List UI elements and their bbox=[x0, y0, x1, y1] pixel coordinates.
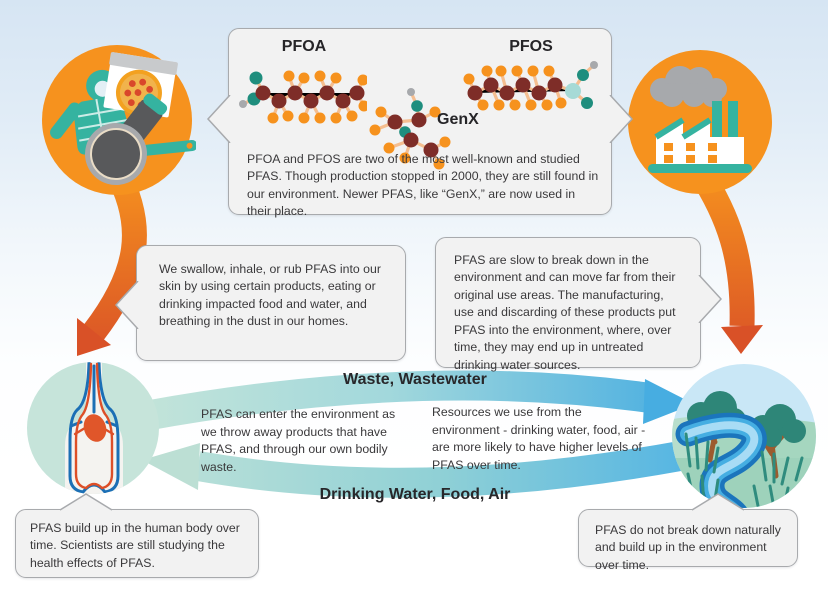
exposure-text: We swallow, inhale, or rub PFAS into our… bbox=[159, 262, 381, 329]
genx-molecule-icon bbox=[369, 88, 451, 170]
drinking-arrow-label: Drinking Water, Food, Air bbox=[319, 486, 511, 503]
factory-to-environment-arrow bbox=[689, 165, 763, 354]
factory-icon bbox=[648, 101, 752, 173]
from-environment-text: Resources we use from the environment - … bbox=[432, 405, 646, 472]
pfos-label: PFOS bbox=[509, 38, 553, 55]
frying-pan-icon bbox=[85, 123, 196, 185]
human-callout-text: PFAS build up in the human body over tim… bbox=[30, 521, 240, 570]
genx-label: GenX bbox=[437, 111, 479, 128]
pfoa-molecule-icon bbox=[239, 70, 367, 124]
environment-callout-text: PFAS do not break down naturally and bui… bbox=[595, 523, 781, 572]
molecules-panel: PFOA PFOS GenX bbox=[206, 28, 634, 218]
smoke-cloud-icon bbox=[650, 66, 727, 107]
panel-pointer-left bbox=[206, 95, 231, 143]
factory-circle bbox=[626, 48, 774, 196]
to-environment-text: PFAS can enter the environment as we thr… bbox=[201, 407, 396, 474]
human-callout-pointer bbox=[60, 493, 112, 514]
human-callout: PFAS build up in the human body over tim… bbox=[15, 493, 259, 578]
environmental-fate-bubble: PFAS are slow to break down in the envir… bbox=[435, 237, 722, 372]
consumer-products-circle bbox=[38, 42, 196, 200]
exposure-bubble-pointer bbox=[115, 281, 139, 329]
pfoa-label: PFOA bbox=[281, 38, 327, 55]
waste-arrow-label: Waste, Wastewater bbox=[343, 371, 487, 388]
environmental-fate-text: PFAS are slow to break down in the envir… bbox=[454, 253, 676, 372]
circulatory-system-icon bbox=[65, 362, 123, 494]
environment-circle bbox=[670, 362, 818, 510]
fate-bubble-pointer bbox=[698, 275, 722, 323]
pfos-molecule-icon bbox=[463, 61, 598, 111]
environment-callout-pointer bbox=[692, 493, 744, 514]
molecules-description: PFOA and PFOS are two of the most well-k… bbox=[247, 152, 599, 219]
human-body-circle bbox=[25, 360, 161, 496]
environment-callout: PFAS do not break down naturally and bui… bbox=[578, 493, 798, 572]
waste-wastewater-arrow bbox=[142, 370, 694, 431]
exposure-bubble: We swallow, inhale, or rub PFAS into our… bbox=[115, 245, 406, 361]
drinking-water-food-air-arrow bbox=[142, 441, 683, 498]
panel-pointer-right bbox=[609, 95, 634, 143]
